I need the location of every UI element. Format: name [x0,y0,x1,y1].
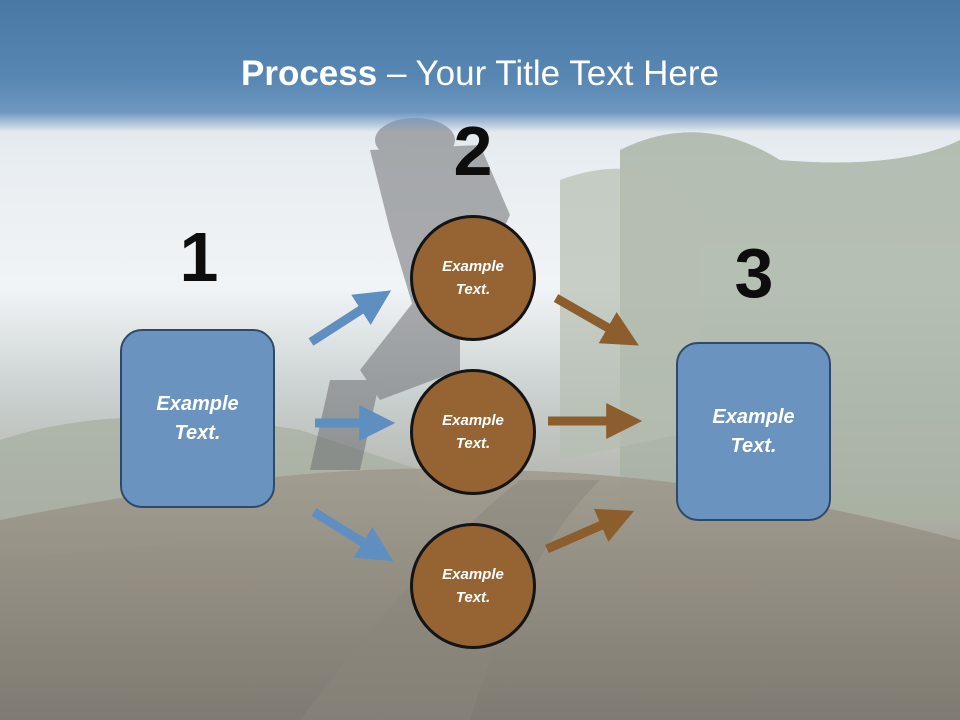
title-bold: Process [241,54,378,93]
circle-top-text: Example Text. [442,258,504,298]
arrow-top-to-3 [553,294,639,346]
circle-bottom-text: Example Text. [442,566,504,606]
step-1-text: Example Text. [156,392,239,444]
step-number-3: 3 [734,234,774,312]
step-3-box: Example Text. [676,342,831,521]
step-2-circle-top: Example Text. [410,215,536,341]
step-number-1: 1 [179,218,219,296]
circle-middle-text: Example Text. [442,412,504,452]
step-1-box: Example Text. [120,329,275,508]
arrow-1-to-top [308,290,392,346]
slide-title: Process – Your Title Text Here [0,52,960,96]
step-3-text: Example Text. [712,405,795,457]
step-2-circle-middle: Example Text. [410,369,536,495]
arrow-1-to-bottom [311,508,394,562]
title-bar [0,0,960,132]
title-rest: – Your Title Text Here [377,54,719,93]
arrow-bottom-to-3 [545,508,635,554]
step-2-circle-bottom: Example Text. [410,523,536,649]
step-number-2: 2 [453,112,493,190]
